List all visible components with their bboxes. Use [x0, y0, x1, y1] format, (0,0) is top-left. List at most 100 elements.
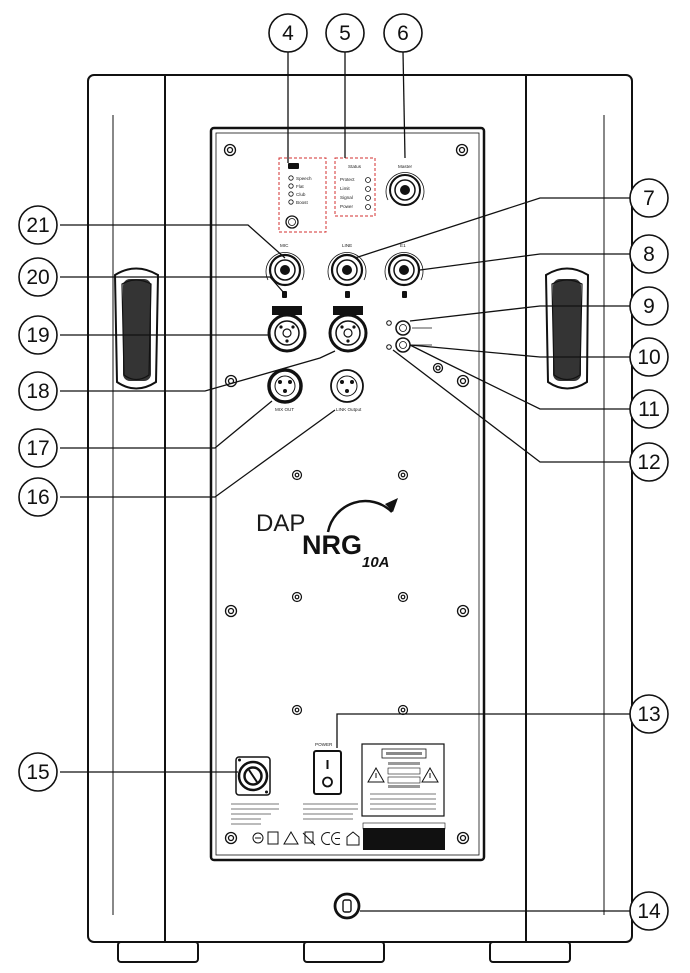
status-leds [365, 177, 371, 210]
callout-16: 16 [18, 477, 58, 517]
ce-mark-icon [321, 832, 341, 845]
svg-text:4: 4 [282, 22, 294, 45]
screw-icon [291, 591, 303, 603]
screw-icon [397, 469, 409, 481]
eq-select-button[interactable] [285, 215, 299, 229]
line-pad-switch[interactable] [345, 291, 350, 298]
master-volume-knob[interactable]: Master [385, 164, 425, 206]
leader-8 [419, 253, 630, 271]
ch3-pad-switch[interactable] [402, 291, 407, 298]
leader-21 [60, 224, 286, 259]
foot-right [489, 941, 571, 963]
callout-20: 20 [18, 257, 58, 297]
callout-12: 12 [629, 442, 669, 482]
svg-text:8: 8 [643, 243, 655, 266]
leader-6 [402, 51, 406, 159]
serial-label [362, 822, 446, 850]
leader-11 [409, 344, 630, 410]
leader-17 [60, 400, 273, 449]
brand-dap: DAP [256, 510, 305, 537]
dashed-box [278, 157, 327, 233]
screw-icon [223, 143, 237, 157]
status-item-label: Signal [340, 195, 353, 200]
line-gain-knob[interactable]: LINE [327, 243, 367, 287]
status-title: Status [348, 164, 362, 169]
status-led-block: Status Protect Limit Signal Power [334, 157, 376, 217]
eq-led-list [288, 175, 294, 205]
leader-lines [60, 51, 630, 912]
power-label: POWER [315, 742, 333, 747]
panel-inner [215, 132, 480, 856]
indoor-use-icon [346, 831, 360, 846]
brand-logo: DAP NRG 10A [256, 498, 398, 571]
callout-10: 10 [629, 337, 669, 377]
eq-item-label: Club [296, 192, 306, 197]
screw-icon [456, 604, 470, 618]
brand-model: NRG [302, 530, 362, 560]
link-output-xlr[interactable]: LINK Output [330, 369, 364, 412]
callout-17: 17 [18, 428, 58, 468]
svg-text:15: 15 [26, 761, 49, 784]
svg-text:13: 13 [637, 703, 660, 726]
callout-6: 6 [383, 13, 423, 53]
warning-triangle-icon [367, 766, 385, 783]
bluetooth-pair-button[interactable] [395, 320, 411, 336]
mic-gain-knob[interactable]: MIC [265, 243, 305, 287]
svg-text:17: 17 [26, 437, 49, 460]
status-item-label: Protect [340, 177, 355, 182]
eq-logo-icon [288, 163, 299, 169]
callout-4: 4 [268, 13, 308, 53]
security-lock-slot[interactable] [333, 892, 361, 920]
warning-triangle-icon [421, 766, 439, 783]
cabinet [87, 74, 633, 963]
svg-text:7: 7 [643, 187, 655, 210]
callout-8: 8 [629, 234, 669, 274]
screw-icon [224, 604, 238, 618]
ch3-label: E1 [400, 243, 406, 248]
mix-out-xlr[interactable]: MIX OUT [267, 368, 303, 412]
eq-preset-block: Speech Flat Club Boost [278, 157, 327, 233]
power-switch[interactable]: POWER [313, 742, 342, 795]
indicator-leds [386, 320, 392, 350]
callout-9: 9 [629, 286, 669, 326]
combo-input-2[interactable] [328, 306, 368, 353]
svg-text:9: 9 [643, 295, 655, 318]
fine-print [231, 803, 358, 825]
status-item-label: Power [340, 204, 353, 209]
svg-text:6: 6 [397, 22, 409, 45]
warning-triangle-icon [283, 831, 299, 845]
leader-13 [336, 713, 630, 748]
callout-13: 13 [629, 694, 669, 734]
svg-text:10: 10 [637, 346, 660, 369]
leader-10 [409, 344, 630, 358]
bluetooth-stereo-button[interactable] [395, 337, 411, 353]
screw-icon [456, 831, 470, 845]
combo-input-1[interactable] [267, 306, 307, 353]
screw-icon [456, 374, 470, 388]
callout-19: 19 [18, 315, 58, 355]
callouts: 4 5 6 7 8 9 10 11 [18, 13, 669, 931]
ground-icon [252, 832, 264, 844]
power-input-connector[interactable] [235, 756, 271, 796]
eq-item-label: Flat [296, 184, 304, 189]
leader-7 [354, 197, 630, 259]
screw-icon [397, 591, 409, 603]
panel-screws [223, 143, 470, 845]
leader-20 [60, 276, 285, 294]
leader-18 [60, 350, 336, 392]
callout-7: 7 [629, 178, 669, 218]
dashed-box [334, 157, 376, 217]
callout-14: 14 [629, 891, 669, 931]
link-output-label: LINK Output [336, 407, 362, 412]
callout-11: 11 [629, 389, 669, 429]
screw-icon [397, 704, 409, 716]
mix-out-label: MIX OUT [275, 407, 294, 412]
callout-21: 21 [18, 205, 58, 245]
svg-text:16: 16 [26, 486, 49, 509]
handle-left [113, 267, 160, 390]
callout-5: 5 [325, 13, 365, 53]
logo-arc [326, 499, 393, 533]
heatsink-screws [291, 469, 409, 716]
screw-icon [455, 143, 469, 157]
